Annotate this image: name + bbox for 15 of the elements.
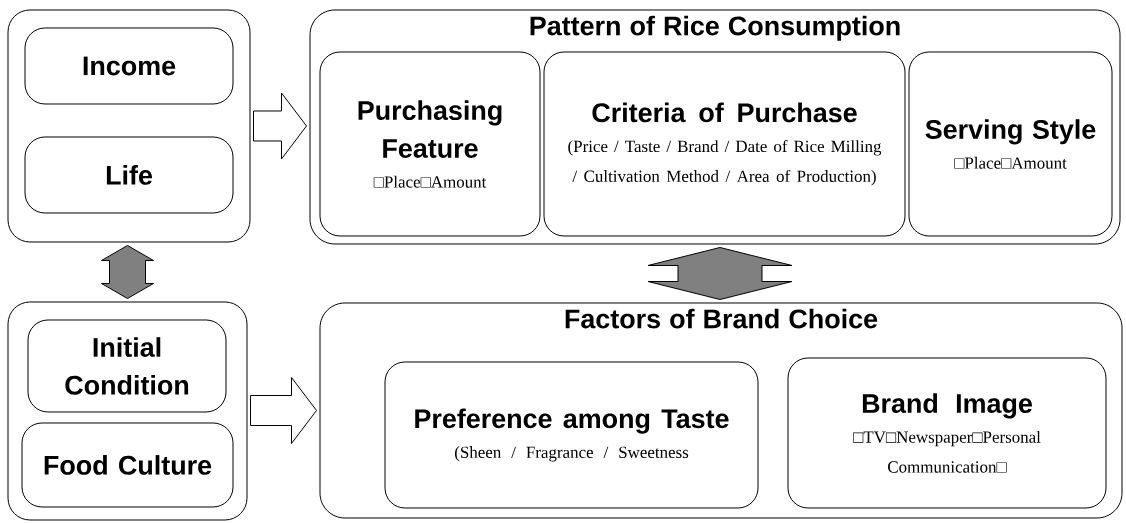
factor-box: Preference among Taste (Sheen / Fragrance / Sweetness	[384, 361, 759, 509]
factor-box: Income	[24, 27, 234, 105]
block-arrow	[647, 247, 793, 300]
block-arrow	[253, 92, 307, 160]
factor-box: Purchasing Feature □Place□Amount	[319, 51, 541, 237]
factor-box: Brand Image □TV□Newspaper□Personal Communication□	[787, 357, 1107, 509]
block-arrow	[101, 245, 154, 299]
rounded-frame	[7, 9, 251, 243]
rounded-frame	[7, 301, 248, 521]
factor-box: Initial Condition	[27, 319, 227, 413]
factor-box: Criteria of Purchase (Price / Taste / Brand / Date of Rice Milling / Cultivation Method / Area of Production)	[543, 51, 906, 237]
factor-box: Life	[24, 136, 234, 214]
block-arrow	[250, 377, 317, 444]
factor-box: Serving Style □Place□Amount	[908, 51, 1113, 237]
factor-box: Food Culture	[21, 422, 234, 508]
